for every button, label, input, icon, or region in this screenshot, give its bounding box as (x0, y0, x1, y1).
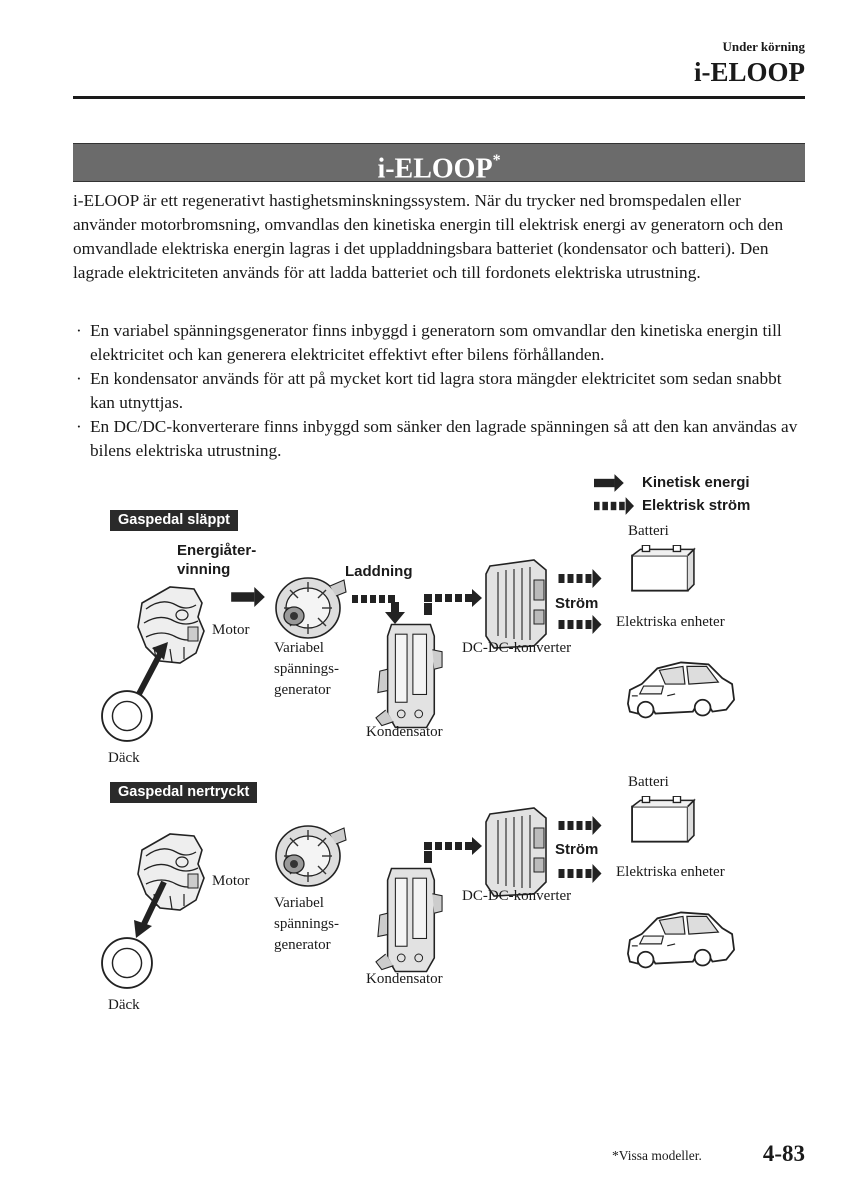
diagram1-to-devices-arrow-icon (558, 615, 602, 634)
section-label: Under körning (723, 39, 805, 55)
diagram2-battery-icon (630, 796, 696, 844)
generator-line3: generator (274, 680, 339, 701)
diagram2-generator-icon (270, 818, 348, 890)
generator-line2: spännings- (274, 659, 339, 680)
diagram2-car-icon (624, 906, 738, 970)
generator-line3: generator (274, 935, 339, 956)
list-item: · En kondensator används för att på mycke… (73, 367, 803, 415)
header-rule (73, 96, 805, 99)
footnote: *Vissa modeller. (612, 1148, 702, 1164)
diagram1-to-battery-arrow-icon (558, 569, 602, 588)
generator-line1: Variabel (274, 893, 339, 914)
diagram2-battery-label: Batteri (628, 772, 669, 793)
diagram1-generator-icon (270, 570, 348, 642)
diagram1-tire-to-engine-arrow-icon (130, 640, 170, 698)
diagram1-generator-label: Variabel spännings- generator (274, 638, 339, 701)
diagram1-mode-label: Gaspedal släppt (110, 510, 238, 531)
generator-line1: Variabel (274, 638, 339, 659)
diagram2-to-devices-arrow-icon (558, 864, 602, 883)
list-item-text: En kondensator används för att på mycket… (90, 369, 782, 412)
diagram2-tire-label: Däck (108, 995, 140, 1016)
banner-footnote-mark: * (493, 152, 501, 169)
legend-electric-arrow-icon (594, 496, 634, 516)
page-title: i-ELOOP (694, 55, 805, 89)
diagram2-generator-label: Variabel spännings- generator (274, 893, 339, 956)
diagram1-devices-label: Elektriska enheter (616, 612, 725, 633)
diagram2-to-battery-arrow-icon (558, 816, 602, 835)
diagram1-engine-to-generator-arrow-icon (227, 587, 269, 607)
diagram2-capacitor-icon (374, 862, 444, 978)
diagram1-charging-label: Laddning (345, 562, 413, 581)
diagram2-devices-label: Elektriska enheter (616, 862, 725, 883)
bullet-dot: · (76, 367, 82, 391)
feature-list: · En variabel spänningsgenerator finns in… (73, 319, 803, 463)
generator-line2: spännings- (274, 914, 339, 935)
energy-recovery-line1: Energiåter- (177, 541, 256, 560)
diagram2-mode-label: Gaspedal nertryckt (110, 782, 257, 803)
bullet-dot: · (76, 319, 82, 343)
diagram1-converter-label: DC-DC-konverter (462, 638, 571, 659)
title-banner: i-ELOOP* (73, 143, 805, 182)
list-item: · En DC/DC-konverterare finns inbyggd som… (73, 415, 803, 463)
diagram1-capacitor-icon (374, 618, 444, 734)
intro-paragraph: i-ELOOP är ett regenerativt hastighetsmi… (73, 189, 803, 285)
diagram1-capacitor-label: Kondensator (366, 722, 443, 743)
list-item: · En variabel spänningsgenerator finns in… (73, 319, 803, 367)
diagram2-engine-to-tire-arrow-icon (130, 876, 172, 940)
legend-kinetic-label: Kinetisk energi (642, 473, 750, 492)
diagram2-capacitor-to-converter-arrow-icon (422, 837, 486, 863)
diagram1-battery-label: Batteri (628, 521, 669, 542)
diagram2-tire-icon (101, 937, 153, 989)
diagram2-current-label: Ström (555, 840, 598, 859)
diagram1-current-label: Ström (555, 594, 598, 613)
bullet-dot: · (76, 415, 82, 439)
diagram1-car-icon (624, 656, 738, 720)
diagram2-converter-label: DC-DC-konverter (462, 886, 571, 907)
diagram2-capacitor-label: Kondensator (366, 969, 443, 990)
list-item-text: En DC/DC-konverterare finns inbyggd som … (90, 417, 797, 460)
energy-recovery-line2: vinning (177, 560, 256, 579)
page-number: 4-83 (763, 1141, 805, 1167)
legend-kinetic-arrow-icon (594, 473, 634, 493)
diagram1-motor-label: Motor (212, 620, 250, 641)
diagram1-energy-recovery-label: Energiåter- vinning (177, 541, 256, 579)
diagram1-battery-icon (630, 545, 696, 593)
diagram2-motor-label: Motor (212, 871, 250, 892)
diagram1-tire-label: Däck (108, 748, 140, 769)
list-item-text: En variabel spänningsgenerator finns inb… (90, 321, 782, 364)
banner-title: i-ELOOP (377, 153, 492, 184)
diagram1-capacitor-to-converter-arrow-icon (422, 589, 486, 615)
legend-electric-label: Elektrisk ström (642, 496, 750, 515)
